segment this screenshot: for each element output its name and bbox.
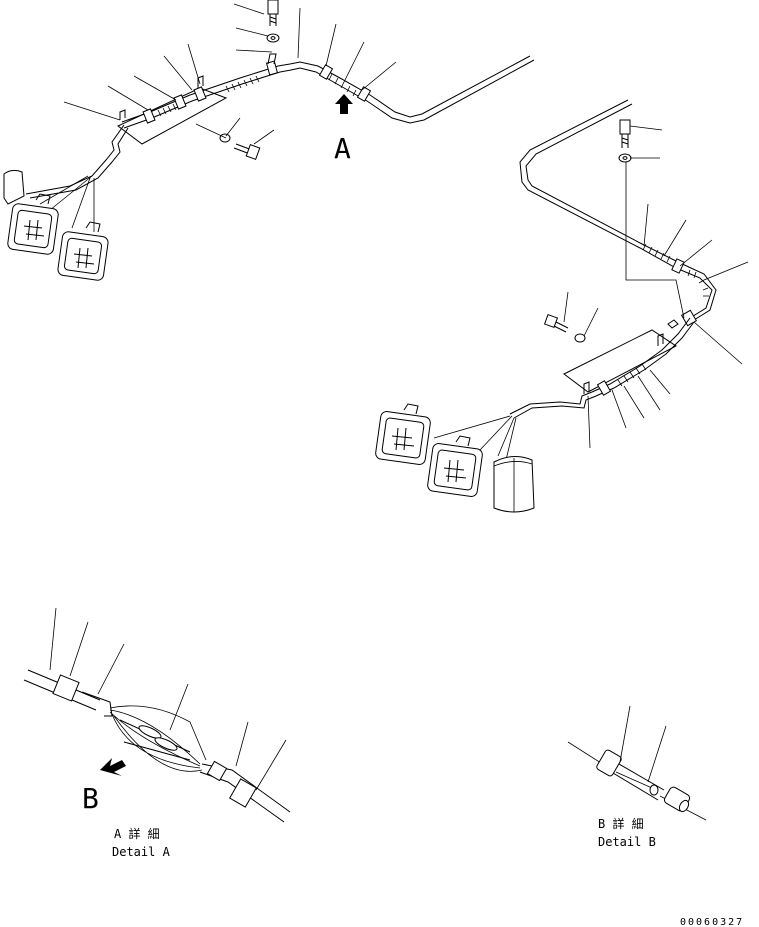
detail-a-jp-label: A 詳 細 [114, 826, 160, 841]
right-lamp-1 [375, 403, 431, 465]
left-harness-assembly: A [3, 0, 535, 281]
left-harness-clamps [142, 60, 372, 124]
view-b-arrow [100, 758, 126, 776]
left-lamp-2 [57, 221, 109, 281]
right-lamp-2 [427, 435, 483, 497]
right-harness-assembly [375, 99, 749, 513]
left-bracket-plate [117, 87, 228, 145]
detail-a-en-label: Detail A [112, 845, 171, 859]
detail-b-en-label: Detail B [598, 835, 656, 849]
detail-a: B A 詳 細 Detail A [23, 607, 291, 859]
right-top-bolt [618, 119, 632, 163]
left-boot-cover [3, 169, 25, 205]
right-side-bolt [543, 313, 586, 343]
view-a-arrow [335, 94, 353, 114]
left-lamp-1 [7, 193, 59, 255]
arrow-a-label: A [334, 132, 351, 165]
detail-b: B 詳 細 Detail B [567, 705, 707, 849]
drawing-number: 00060327 [680, 917, 744, 927]
right-bracket-plate [563, 329, 677, 393]
detail-b-jp-label: B 詳 細 [598, 816, 644, 831]
arrow-b-label: B [82, 782, 99, 815]
left-top-bolt [266, 0, 280, 43]
